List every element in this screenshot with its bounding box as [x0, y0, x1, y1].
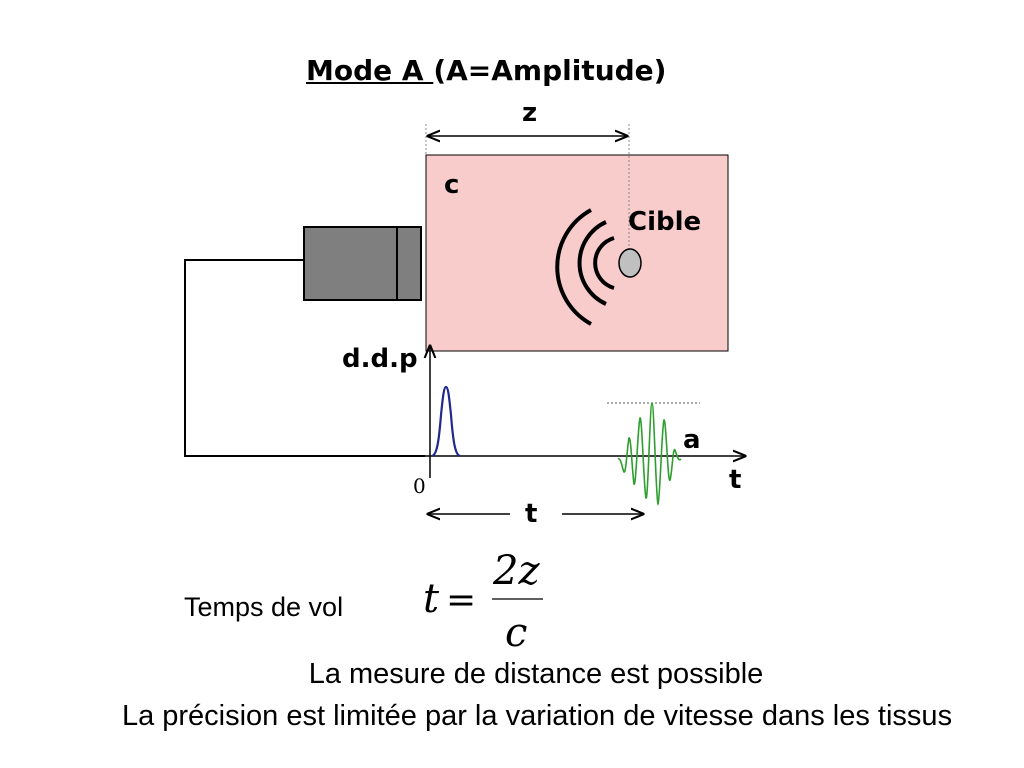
label-t-span: t [525, 499, 538, 529]
label-ddp: d.d.p [342, 344, 418, 374]
title-mode: Mode A [306, 54, 434, 87]
formula-lhs: t [423, 576, 440, 622]
transducer [303, 226, 422, 301]
echo-wave-inner [593, 236, 615, 290]
label-c: c [444, 170, 460, 200]
formula-caption: Temps de vol [184, 592, 344, 622]
tissue-medium [425, 154, 729, 352]
label-t-axis: t [729, 465, 742, 495]
formula-numerator: 2z [492, 548, 540, 594]
cable [184, 259, 425, 457]
formula-equals: = [446, 580, 476, 621]
echo-wave-middle [577, 220, 607, 306]
statement-distance: La mesure de distance est possible [308, 658, 764, 690]
target [618, 248, 642, 278]
label-a: a [683, 425, 701, 455]
title-amplitude: (A=Amplitude) [433, 54, 667, 87]
emitted-pulse [431, 385, 461, 458]
formula-denominator: c [505, 610, 527, 656]
echo-signal [617, 402, 682, 506]
label-origin-zero: 0 [413, 474, 426, 498]
statement-precision: La précision est limitée par la variatio… [121, 700, 953, 732]
label-cible: Cible [628, 207, 702, 237]
label-z: z [522, 98, 538, 128]
slide-title: Mode A (A=Amplitude) [306, 54, 666, 87]
echo-wave-outer [555, 208, 592, 326]
